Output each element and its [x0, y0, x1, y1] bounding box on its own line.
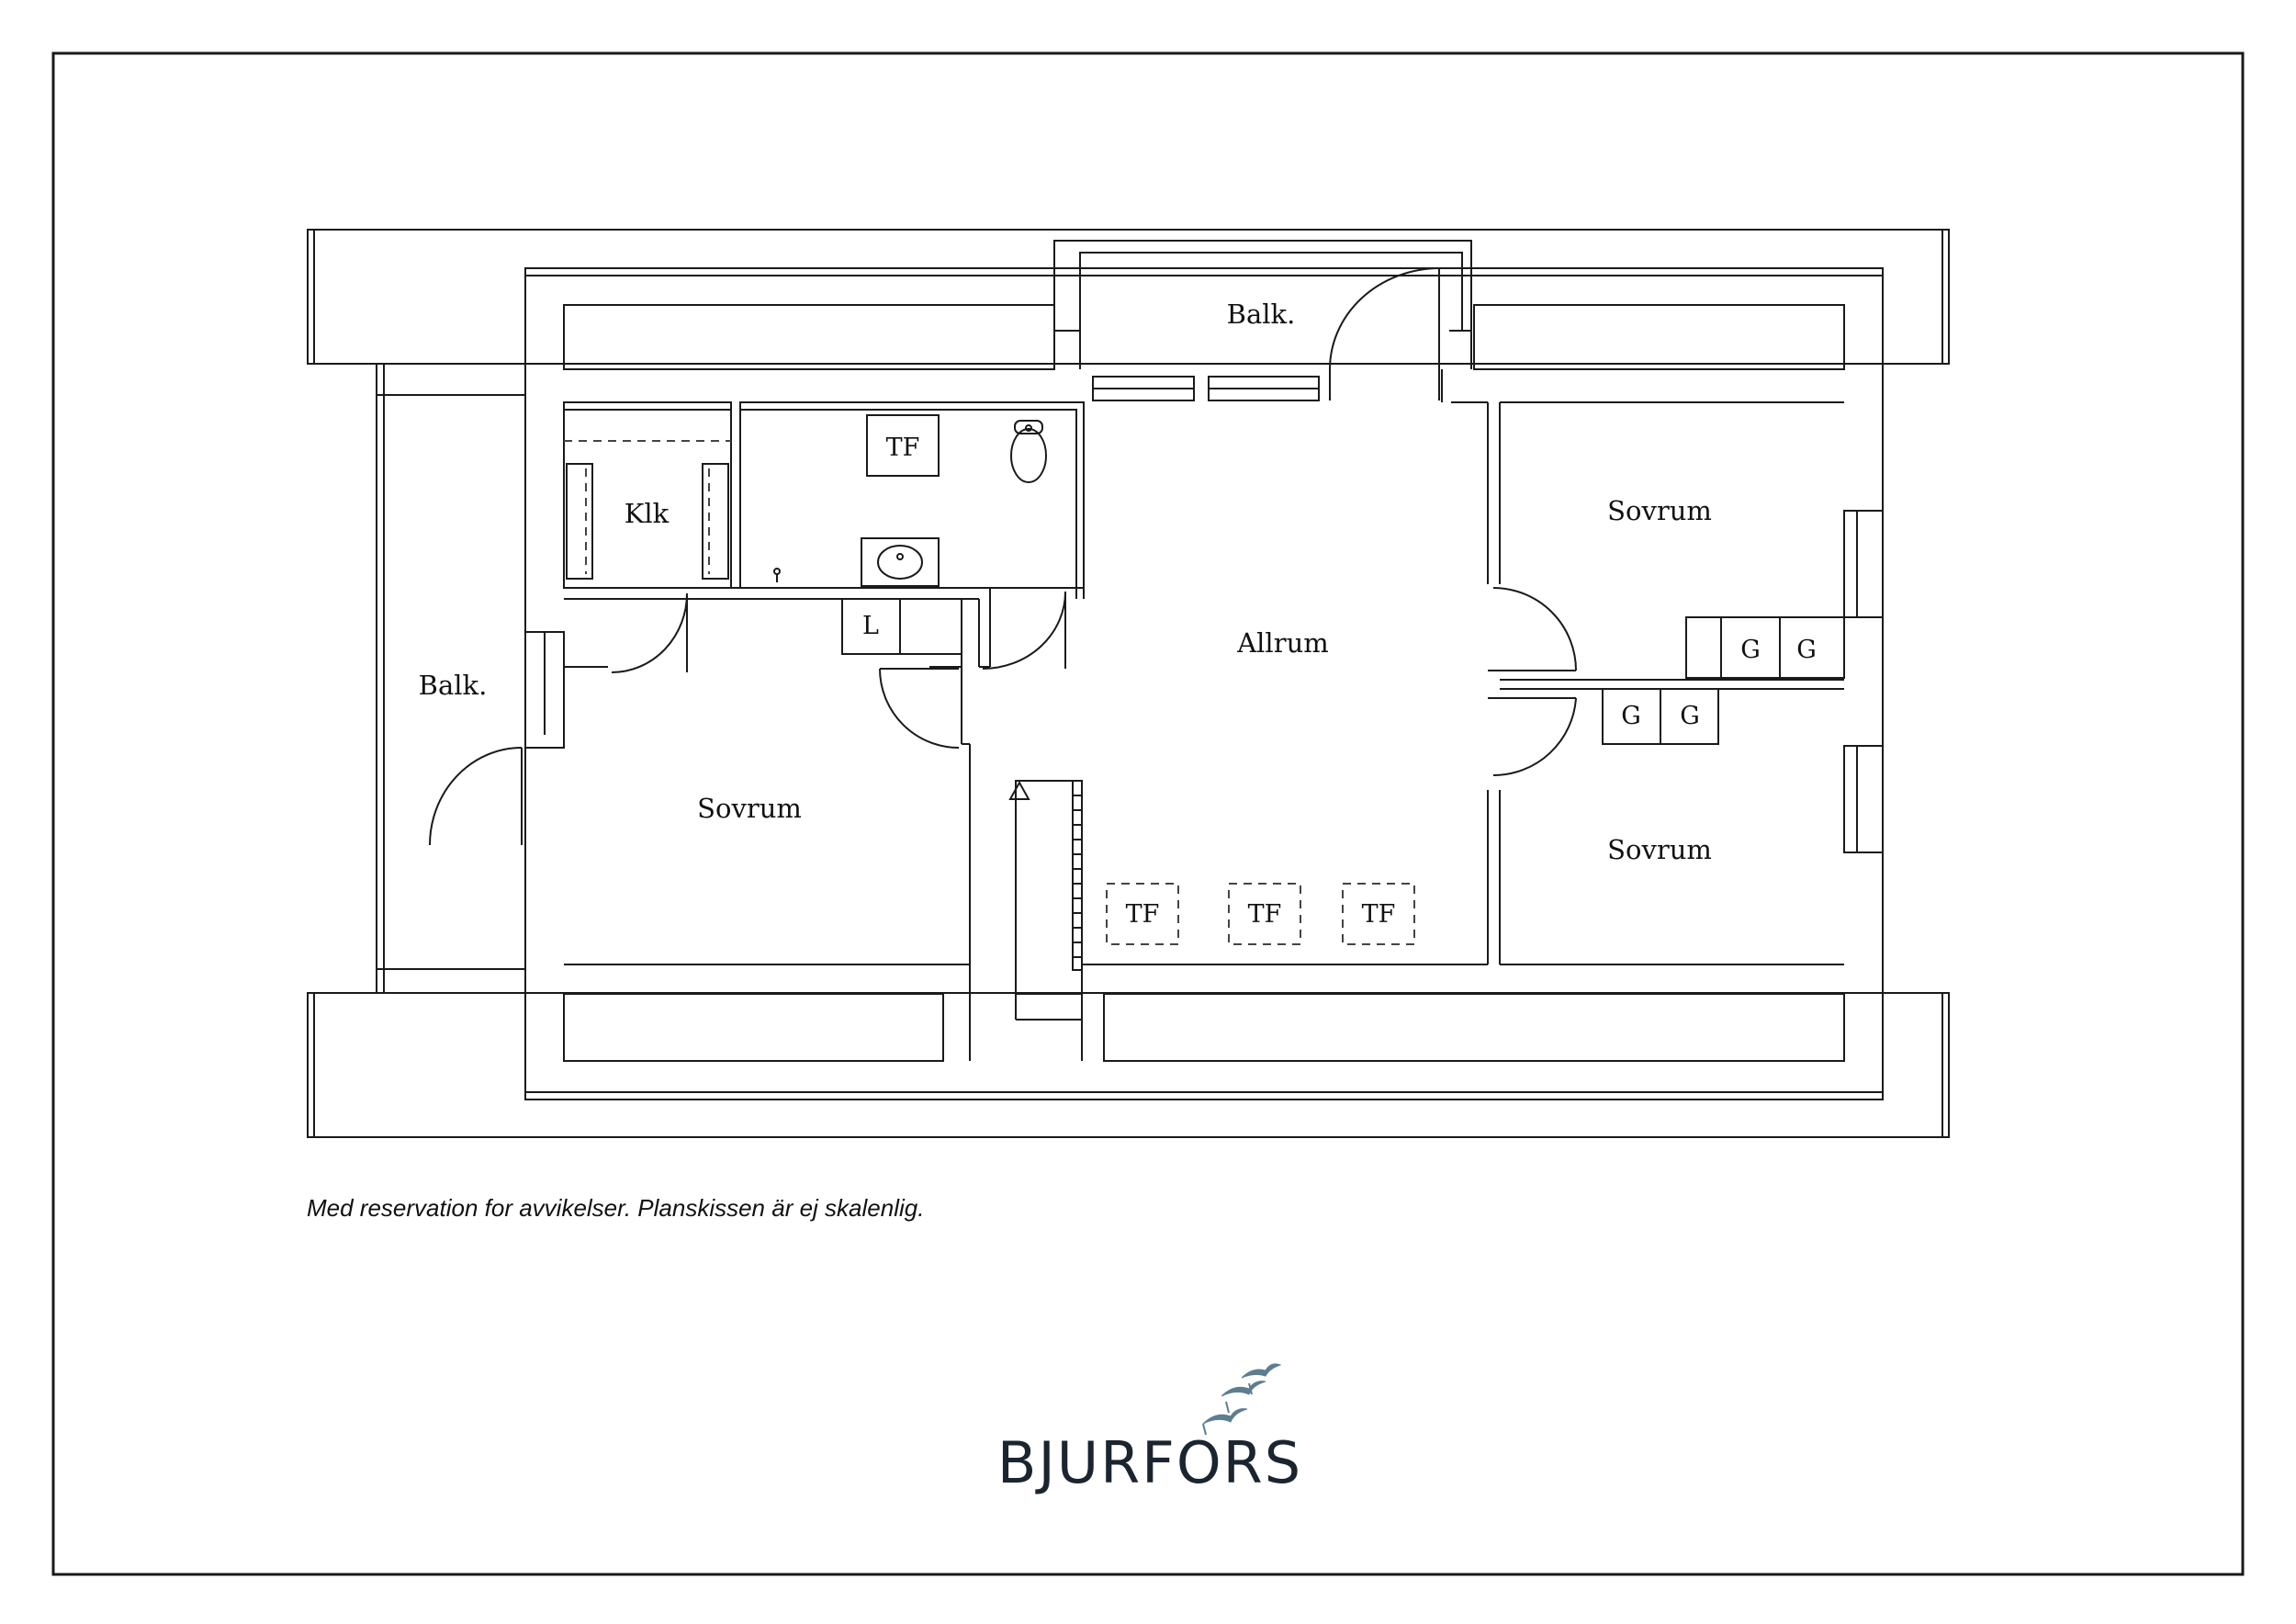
fixture-label-linen: L: [862, 612, 879, 640]
fixture-label-tf-3: TF: [1362, 900, 1396, 929]
balcony-top: [1053, 240, 1472, 401]
tf-box-2: [1228, 883, 1301, 945]
doors: [611, 587, 1577, 777]
exterior-walls: [524, 267, 1884, 1100]
interior-walls: [544, 369, 1884, 1061]
disclaimer-note: Med reservation for avvikelser. Planskis…: [307, 1194, 924, 1222]
brand-logo-birds-icon: [1202, 1363, 1282, 1436]
fixture-label-g4: G: [1680, 702, 1700, 730]
balcony-left: [376, 363, 565, 994]
room-label-bedroom-bottom-right: Sovrum: [1607, 834, 1712, 865]
room-label-allrum: Allrum: [1236, 627, 1329, 659]
tf-box-1: [1106, 883, 1179, 945]
tf-box-3: [1342, 883, 1415, 945]
page-frame: [51, 51, 2245, 1576]
room-label-balcony-top: Balk.: [1227, 299, 1296, 330]
bathroom-fixtures: [773, 414, 1047, 587]
linen-box: [841, 598, 901, 655]
roof-eaves: [307, 229, 1950, 1138]
staircase: [1008, 780, 1083, 971]
fixture-label-tf-1: TF: [1126, 900, 1160, 929]
fixture-label-g3: G: [1621, 702, 1641, 730]
fixture-label-tf-bath: TF: [886, 434, 920, 462]
room-label-bedroom-top-right: Sovrum: [1607, 495, 1712, 526]
wardrobes: [1602, 616, 1845, 745]
fixture-label-tf-2: TF: [1248, 900, 1282, 929]
fixture-label-g1: G: [1740, 636, 1761, 664]
room-label-bedroom-left: Sovrum: [697, 793, 802, 824]
fixture-label-g2: G: [1796, 636, 1817, 664]
brand-wordmark: BJURFORS: [997, 1429, 1302, 1496]
room-label-balcony-left: Balk.: [419, 670, 488, 701]
room-label-closet: Klk: [625, 498, 670, 529]
